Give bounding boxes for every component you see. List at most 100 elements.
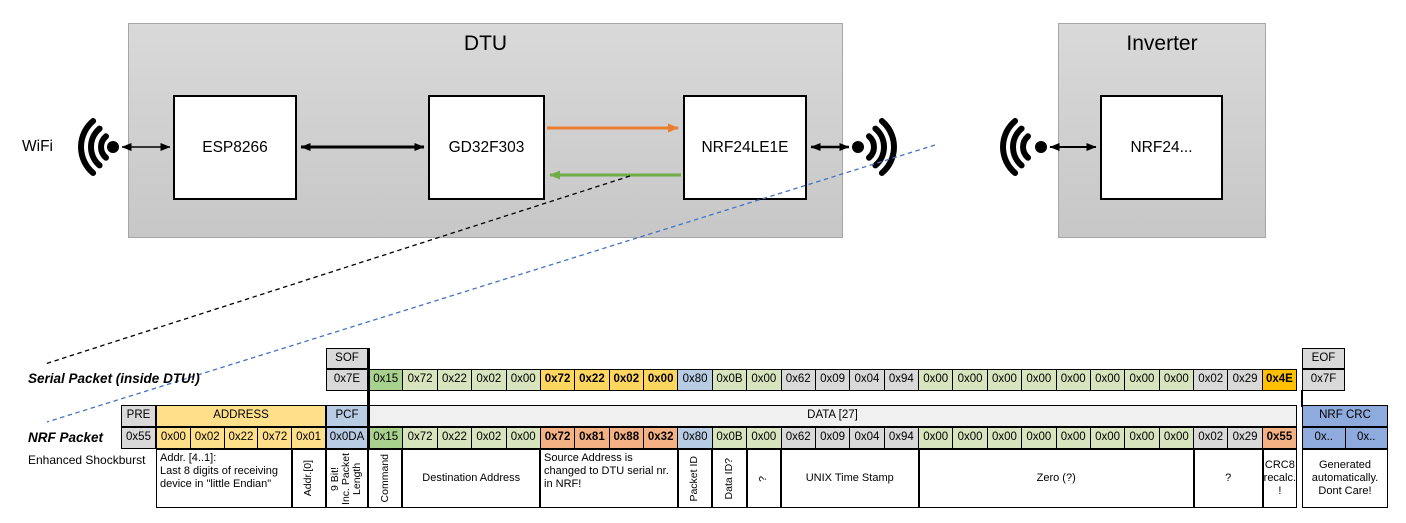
byte-cell: 0x02	[608, 370, 643, 390]
byte-cell: 0x02	[471, 428, 506, 448]
annotation-cell: Source Address is changed to DTU serial …	[540, 449, 678, 508]
serial-packet-callout-line	[44, 175, 631, 365]
byte-cell: 0x00	[157, 428, 190, 448]
byte-cell: 0x94	[883, 428, 918, 448]
byte-cell: 0x04	[849, 370, 884, 390]
byte-cell: 0x01	[291, 428, 325, 448]
byte-cell: 0x00	[505, 428, 540, 448]
byte-cell: 0x00	[1158, 370, 1193, 390]
byte-cell: 0x..	[1344, 428, 1387, 448]
byte-cell: 0x00	[1089, 428, 1125, 448]
byte-cell: 0x22	[436, 370, 472, 390]
annotation-cell: Addr.[0]	[292, 449, 326, 508]
byte-cell: 0x80	[677, 428, 712, 448]
annotation-cell: CRC8 recalc. !	[1262, 449, 1298, 508]
enhanced-shockburst-label: Enhanced Shockburst	[28, 453, 146, 467]
byte-cell: 0x00	[505, 370, 540, 390]
byte-cell: 0x00	[1089, 370, 1125, 390]
nrf-crc-header: NRF CRC	[1302, 405, 1388, 427]
byte-cell: 0x72	[402, 428, 437, 448]
byte-cell: 0x00	[746, 370, 781, 390]
annotation-cell: Destination Address	[402, 449, 541, 508]
annotation-cell: Command	[368, 449, 403, 508]
byte-cell: 0x29	[1227, 428, 1262, 448]
byte-cell: 0x00	[952, 428, 987, 448]
byte-cell: 0x..	[1303, 428, 1345, 448]
byte-cell: 0x22	[574, 370, 609, 390]
annotation-cell: Data ID?	[712, 449, 747, 508]
annotation-cell: 9 Bit! Inc. Packet Length	[326, 449, 368, 508]
wifi-signal-inverter-icon	[1000, 118, 1047, 176]
annotation-cell: Addr. [4..1]: Last 8 digits of receiving…	[156, 449, 292, 508]
inverter-nrf24-label: NRF24...	[1130, 138, 1193, 156]
byte-cell: 0x00	[746, 428, 781, 448]
annotation-cell: Zero (?)	[918, 449, 1194, 508]
byte-cell: 0x00	[1124, 370, 1159, 390]
byte-cell: 0x88	[608, 428, 643, 448]
esp8266-label: ESP8266	[202, 138, 268, 156]
nrf-pre-value: 0x55	[121, 427, 156, 449]
nrf-packet-callout-line	[46, 144, 936, 423]
byte-cell: 0x32	[643, 428, 678, 448]
byte-cell: 0x72	[539, 428, 575, 448]
byte-cell: 0x00	[918, 428, 953, 448]
byte-cell: 0x0B	[711, 370, 747, 390]
nrf-pcf-header: PCF	[326, 405, 368, 427]
serial-eof-header: EOF	[1302, 348, 1345, 369]
byte-cell: 0x15	[369, 370, 403, 390]
data-start-connector	[366, 348, 370, 449]
byte-cell: 0x72	[402, 370, 437, 390]
inverter-nrf24-box: NRF24...	[1100, 95, 1223, 200]
byte-cell: 0x00	[1055, 370, 1090, 390]
byte-cell: 0x00	[1021, 370, 1056, 390]
annotation-cell: UNIX Time Stamp	[780, 449, 919, 508]
inverter-container: Inverter	[1058, 23, 1266, 238]
annotation-cell: Packet ID	[677, 449, 713, 508]
byte-cell: 0x72	[539, 370, 575, 390]
wifi-signal-left-icon	[78, 118, 119, 176]
byte-cell: 0x4E	[1261, 370, 1297, 390]
nrf-data-header: DATA [27]	[368, 405, 1297, 427]
nrf-pre-header: PRE	[121, 405, 156, 427]
nrf24le1e-box: NRF24LE1E	[683, 95, 807, 200]
byte-cell: 0x00	[1055, 428, 1090, 448]
byte-cell: 0x00	[643, 370, 678, 390]
data-end-connector	[1300, 390, 1303, 407]
byte-cell: 0x09	[814, 428, 850, 448]
byte-cell: 0x81	[574, 428, 609, 448]
dtu-title: DTU	[463, 32, 508, 55]
wifi-label: WiFi	[22, 138, 53, 155]
byte-cell: 0x22	[436, 428, 472, 448]
serial-packet-label: Serial Packet (inside DTU!)	[28, 371, 200, 386]
byte-cell: 0x02	[1193, 370, 1228, 390]
byte-cell: 0x55	[1261, 428, 1297, 448]
byte-cell: 0x00	[952, 370, 987, 390]
byte-cell: 0x62	[780, 370, 815, 390]
byte-cell: 0x22	[223, 428, 258, 448]
byte-cell: 0x02	[1193, 428, 1228, 448]
nrf-crc-strip: 0x..0x..	[1302, 427, 1388, 449]
byte-cell: 0x62	[780, 428, 815, 448]
byte-cell: 0x0B	[711, 428, 747, 448]
annotation-cell: Generated automatically. Dont Care!	[1302, 449, 1388, 508]
nrf-address-header: ADDRESS	[156, 405, 326, 427]
nrf-pcf-value: 0x0DA	[326, 427, 368, 449]
byte-cell: 0x72	[257, 428, 292, 448]
serial-eof-value: 0x7F	[1302, 369, 1345, 391]
serial-sof-value: 0x7E	[326, 369, 368, 391]
byte-cell: 0x00	[1124, 428, 1159, 448]
byte-cell: 0x94	[883, 370, 918, 390]
wifi-signal-right-icon	[852, 118, 897, 176]
byte-cell: 0x80	[677, 370, 712, 390]
byte-cell: 0x02	[471, 370, 506, 390]
annotation-cell: ?	[746, 449, 781, 508]
byte-cell: 0x00	[1021, 428, 1056, 448]
byte-cell: 0x00	[986, 428, 1022, 448]
esp8266-box: ESP8266	[173, 95, 297, 200]
inverter-title: Inverter	[1126, 32, 1198, 55]
byte-cell: 0x02	[189, 428, 224, 448]
